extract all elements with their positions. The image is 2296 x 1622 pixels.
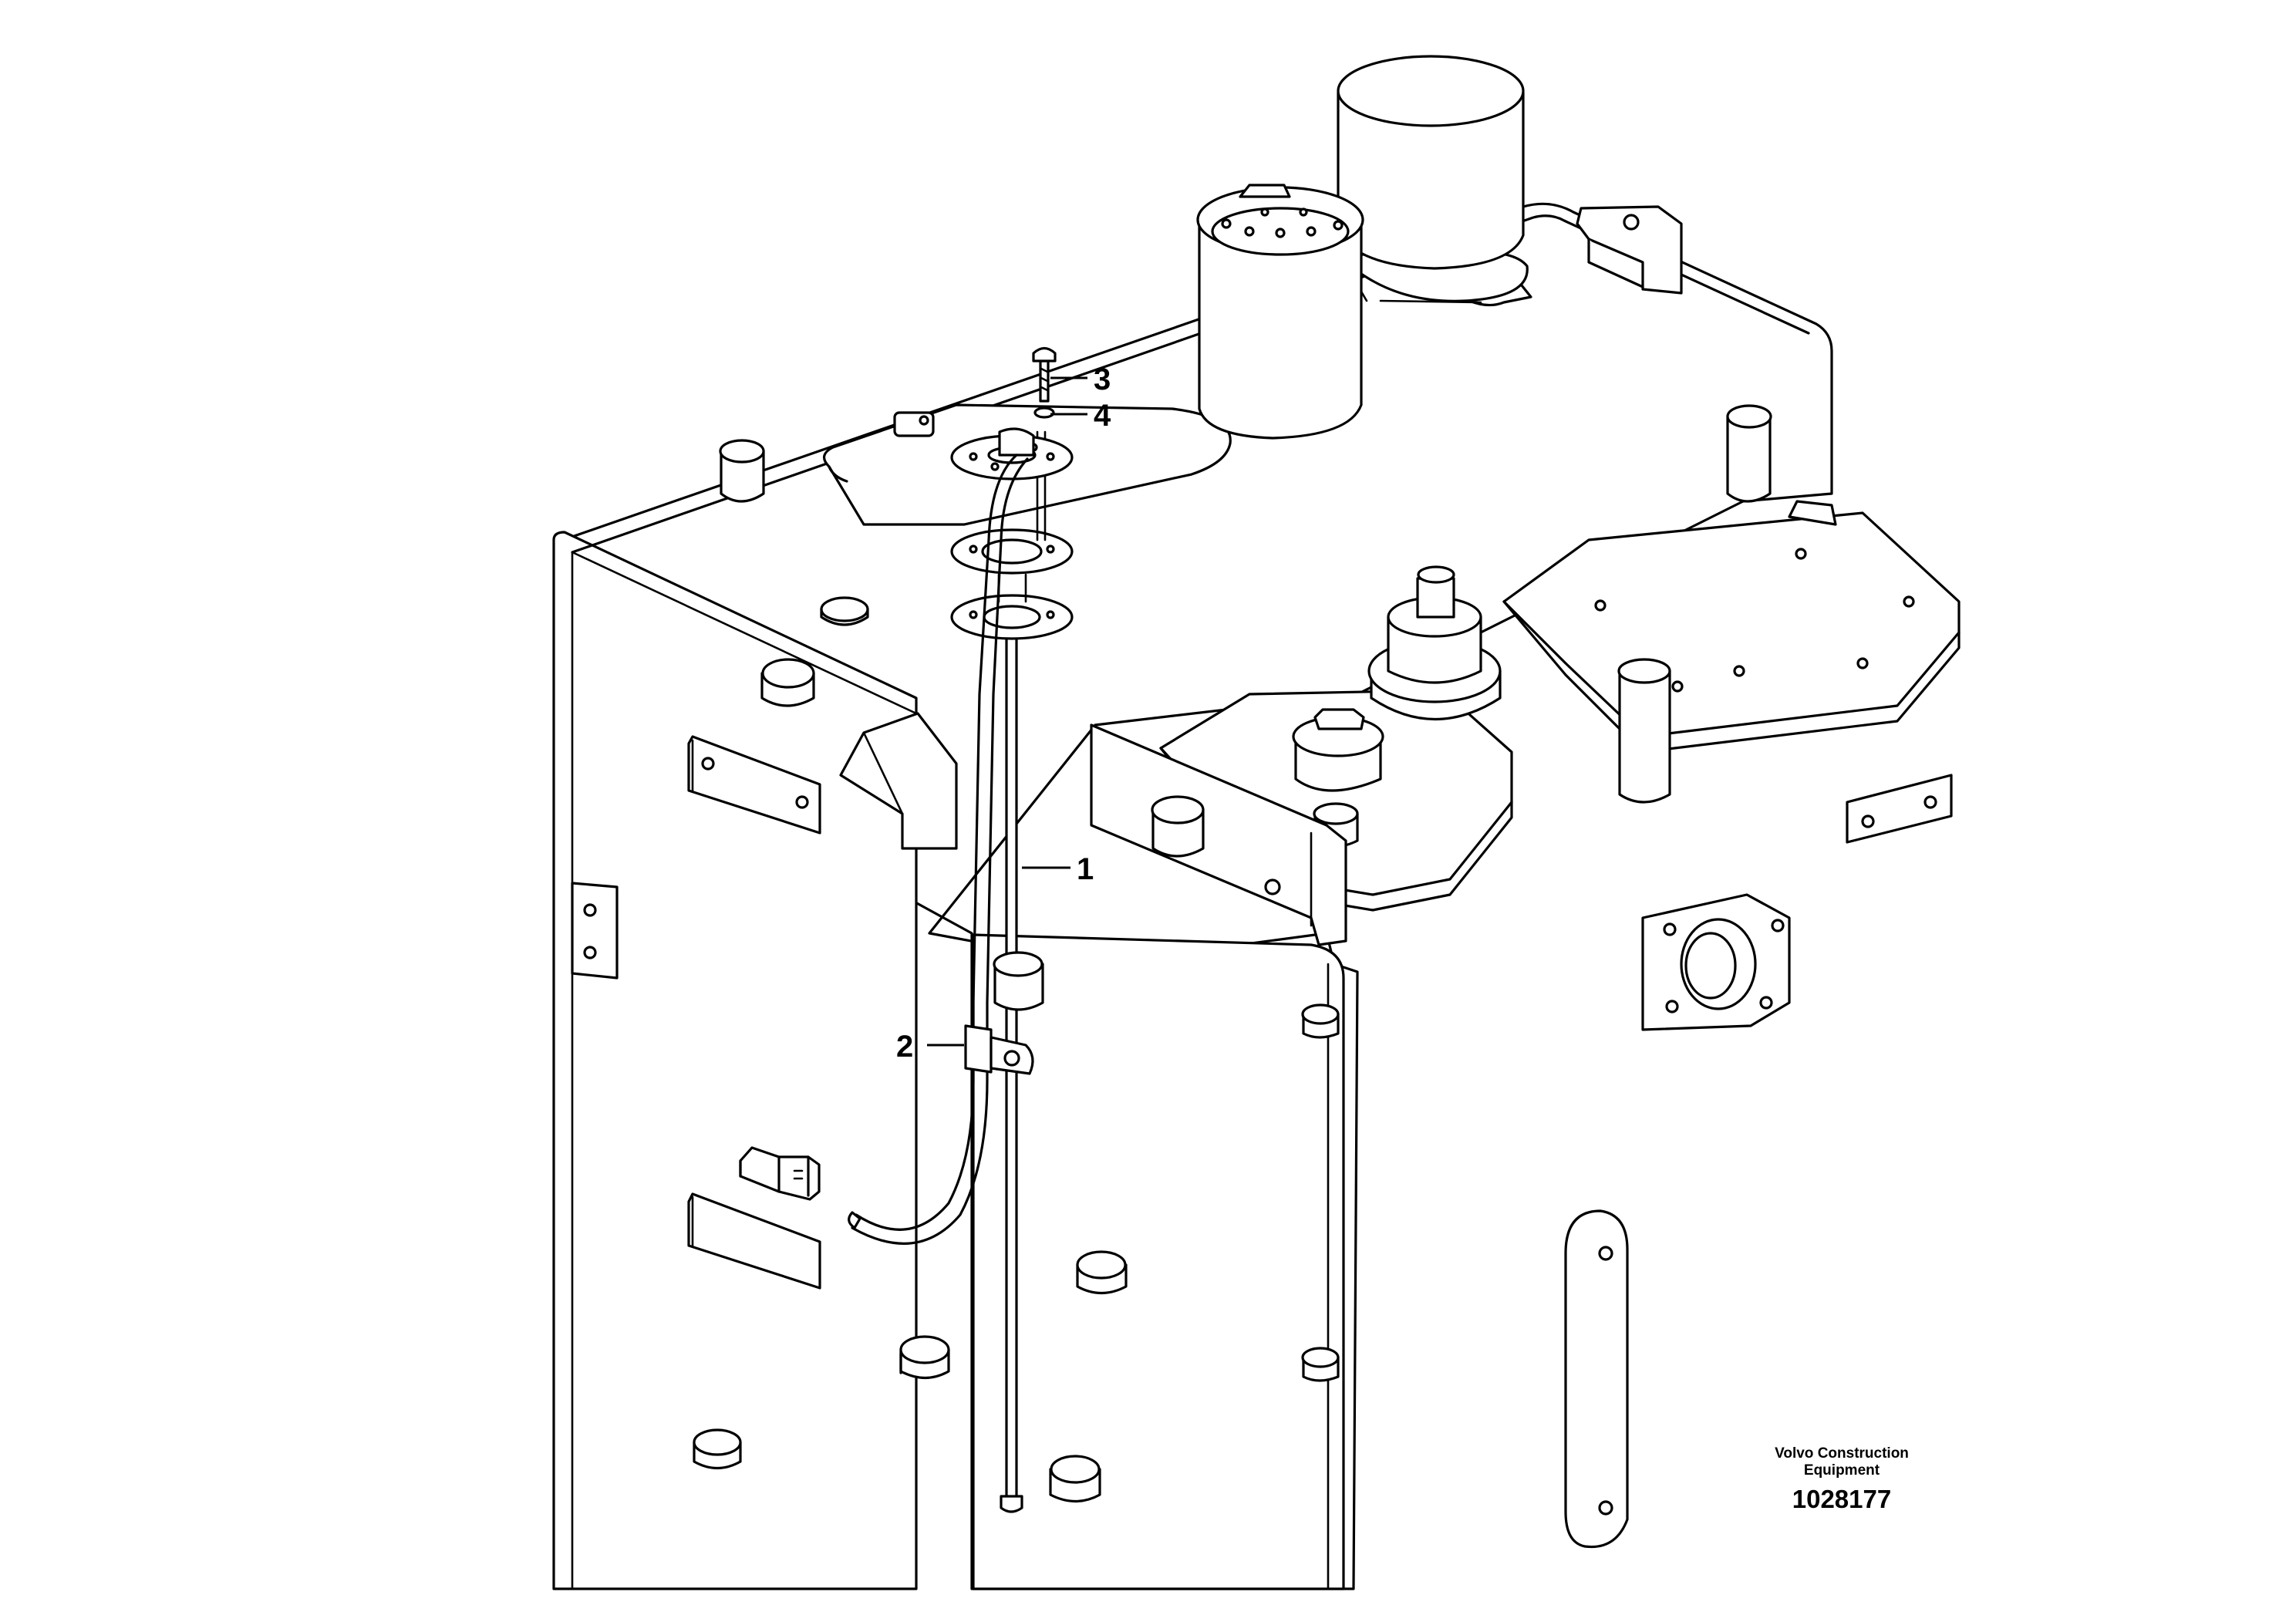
top-studs xyxy=(719,404,1772,626)
cable-clamp xyxy=(964,1024,1034,1075)
callout-3: 3 xyxy=(1094,363,1111,396)
filler-cylinder xyxy=(1196,184,1364,440)
publisher-line-1: Volvo Construction xyxy=(1775,1445,1909,1462)
sender-cable xyxy=(848,454,1029,1245)
tank-front-face xyxy=(552,531,918,1590)
callout-1: 1 xyxy=(1077,852,1094,886)
electrical-connector xyxy=(739,1146,821,1201)
valve-assembly xyxy=(1090,565,1513,946)
callouts: 3 4 1 2 xyxy=(896,363,1111,1064)
callout-4: 4 xyxy=(1094,399,1111,433)
tank-body xyxy=(552,202,1833,1590)
drawing-reference-number: 1028177 xyxy=(1792,1485,1892,1513)
vertical-posts xyxy=(1617,658,1671,804)
mounting-blocks xyxy=(571,712,1953,1290)
filter-cylinder-large xyxy=(1337,55,1532,307)
front-studs xyxy=(693,658,1340,1502)
callout-2: 2 xyxy=(896,1030,913,1064)
cover-plate-right xyxy=(1502,500,1961,754)
tank-right-face xyxy=(972,933,1345,1590)
corner-bracket xyxy=(1576,205,1683,295)
publisher-caption: Volvo Construction Equipment xyxy=(1718,1445,1965,1479)
port-flange xyxy=(1641,893,1791,1031)
link-bar xyxy=(1564,1209,1629,1549)
publisher-line-2: Equipment xyxy=(1803,1462,1880,1479)
screw-and-washer xyxy=(1032,346,1057,419)
